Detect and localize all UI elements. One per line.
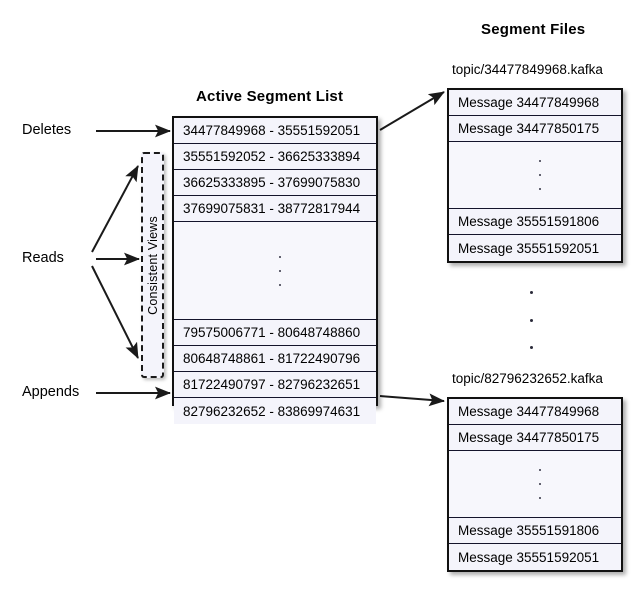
active-segment-list-row-label: 82796232652 - 83869974631	[183, 403, 361, 419]
active-segment-list-row-label: 81722490797 - 82796232651	[183, 377, 361, 392]
consistent-views-band: Consistent Views	[141, 152, 164, 378]
segment-file-top-row: Message 35551592051	[449, 235, 621, 261]
segment-files-ellipsis	[529, 291, 533, 349]
active-segment-list-row-label: 79575006771 - 80648748860	[183, 325, 361, 340]
active-segment-list-row: 35551592052 - 36625333894	[174, 144, 376, 170]
segment-file-bottom-row: Message 34477850175	[449, 425, 621, 451]
segment-file-top-filename: topic/34477849968.kafka	[452, 62, 603, 77]
active-segment-list-row-label: 80648748861 - 81722490796	[183, 351, 361, 366]
consistent-views-label: Consistent Views	[145, 215, 160, 315]
active-segment-list-row-label: 35551592052 - 36625333894	[183, 149, 361, 164]
arrow-to-segment-file-bottom	[379, 393, 445, 407]
segment-file-bottom-row-label: Message 35551592051	[458, 549, 600, 565]
segment-file-top-row-label: Message 34477850175	[458, 121, 600, 136]
segment-file-bottom-row: Message 34477849968	[449, 399, 621, 425]
segment-file-top-row-label: Message 35551592051	[458, 240, 600, 256]
segment-file-top-ellipsis-row	[449, 142, 621, 209]
active-segment-list-ellipsis-row	[174, 222, 376, 320]
segment-file-top-row: Message 35551591806	[449, 209, 621, 235]
vertical-ellipsis-icon	[458, 451, 621, 517]
flow-label-reads: Reads	[22, 250, 64, 266]
segment-file-top-row-label: Message 34477849968	[458, 95, 600, 110]
active-segment-list-row: 81722490797 - 82796232651	[174, 372, 376, 398]
active-segment-list-row-label: 34477849968 - 35551592051	[183, 123, 361, 138]
active-segment-list-row: 36625333895 - 37699075830	[174, 170, 376, 196]
flow-label-appends: Appends	[22, 384, 80, 400]
segment-file-top-row-label: Message 35551591806	[458, 214, 600, 229]
active-segment-list-row: 82796232652 - 83869974631	[174, 398, 376, 424]
segment-file-bottom-ellipsis-row	[449, 451, 621, 518]
arrow-to-segment-file-top	[379, 91, 445, 131]
active-segment-list-box: 34477849968 - 35551592051 35551592052 - 3…	[172, 116, 378, 424]
active-segment-list-row: 80648748861 - 81722490796	[174, 346, 376, 372]
segment-file-bottom-row-label: Message 35551591806	[458, 523, 600, 538]
active-segment-list-row: 79575006771 - 80648748860	[174, 320, 376, 346]
segment-file-bottom-row-label: Message 34477850175	[458, 430, 600, 445]
active-segment-list-row: 37699075831 - 38772817944	[174, 196, 376, 222]
vertical-ellipsis-icon	[458, 142, 621, 208]
flow-label-deletes: Deletes	[22, 122, 72, 138]
vertical-ellipsis-icon	[183, 222, 376, 319]
segment-file-bottom-filename: topic/82796232652.kafka	[452, 371, 603, 386]
active-segment-list-row: 34477849968 - 35551592051	[174, 118, 376, 144]
segment-file-top-row: Message 34477849968	[449, 90, 621, 116]
arrow-reads-up	[91, 165, 139, 253]
active-segment-list-title: Active Segment List	[196, 88, 344, 105]
segment-file-bottom-row: Message 35551592051	[449, 544, 621, 570]
segment-file-top-row: Message 34477850175	[449, 116, 621, 142]
segment-file-bottom-row-label: Message 34477849968	[458, 404, 600, 419]
active-segment-list-row-label: 37699075831 - 38772817944	[183, 201, 361, 216]
segment-file-bottom-row: Message 35551591806	[449, 518, 621, 544]
arrow-reads-down	[91, 265, 139, 359]
segment-files-title: Segment Files	[481, 21, 586, 38]
active-segment-list-row-label: 36625333895 - 37699075830	[183, 175, 361, 190]
